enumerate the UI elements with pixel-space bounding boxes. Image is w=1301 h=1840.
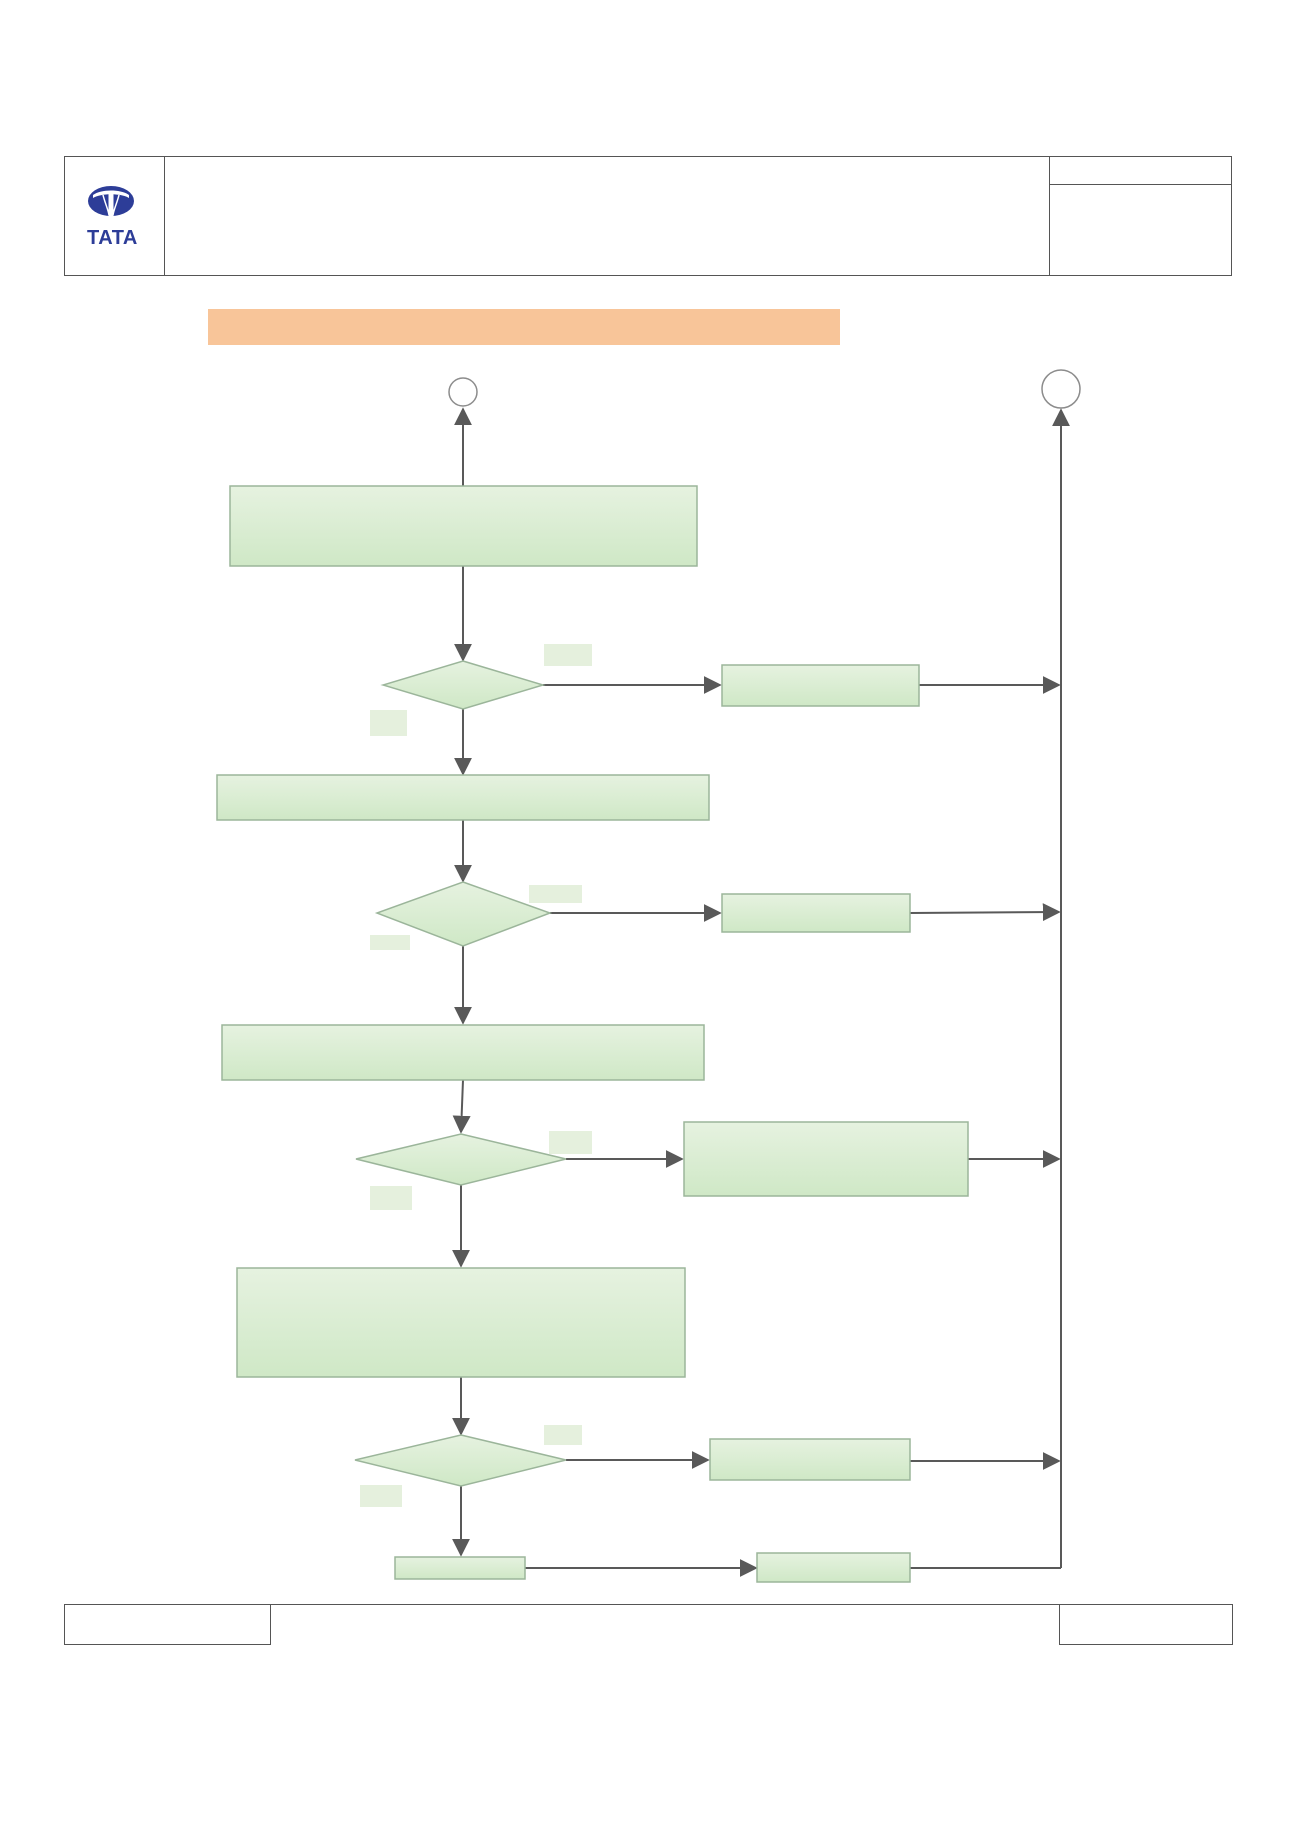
document-header: TATA <box>64 156 1232 276</box>
yes-label-1 <box>544 644 592 666</box>
logo-wordmark: TATA <box>87 227 138 249</box>
process-step-4 <box>236 1267 686 1378</box>
branch-arrows <box>525 676 1061 1577</box>
spine-arrows <box>452 407 472 1557</box>
start-connector <box>448 377 478 407</box>
no-label-2 <box>370 935 410 950</box>
outcome-box-4 <box>709 1438 911 1481</box>
final-outcome-box <box>756 1552 911 1583</box>
process-step-3 <box>221 1024 705 1081</box>
footer-right-cell <box>1059 1604 1233 1645</box>
branch-labels <box>360 644 592 1507</box>
no-label-1 <box>370 710 407 736</box>
yes-label-2 <box>529 885 582 903</box>
outcome-box-3 <box>683 1121 969 1197</box>
header-meta-top-cell <box>1050 157 1231 185</box>
footer-left-cell <box>64 1604 271 1645</box>
decision-diamond-4 <box>354 1434 567 1487</box>
arrow-step3-to-decision3 <box>452 1079 471 1134</box>
no-label-3 <box>370 1186 412 1210</box>
title-band <box>208 309 840 345</box>
decision-diamond-3 <box>355 1133 567 1186</box>
footer-rule <box>271 1604 1059 1605</box>
end-connector <box>1041 369 1081 409</box>
decision-diamond-2 <box>374 881 553 947</box>
no-label-4 <box>360 1485 402 1507</box>
yes-label-3 <box>549 1131 592 1154</box>
process-step-2 <box>216 774 710 821</box>
yes-label-4 <box>544 1425 582 1445</box>
process-step-1 <box>229 485 698 567</box>
decision-diamond-1 <box>380 660 546 710</box>
outcome-box-2 <box>721 893 911 933</box>
final-step-box <box>394 1556 526 1580</box>
header-meta-cell <box>1049 157 1231 275</box>
outcome-box-1 <box>721 664 920 707</box>
arrow-outcome2-to-return <box>909 903 1061 922</box>
tata-logo-icon <box>88 186 134 216</box>
logo-cell: TATA <box>65 157 165 275</box>
